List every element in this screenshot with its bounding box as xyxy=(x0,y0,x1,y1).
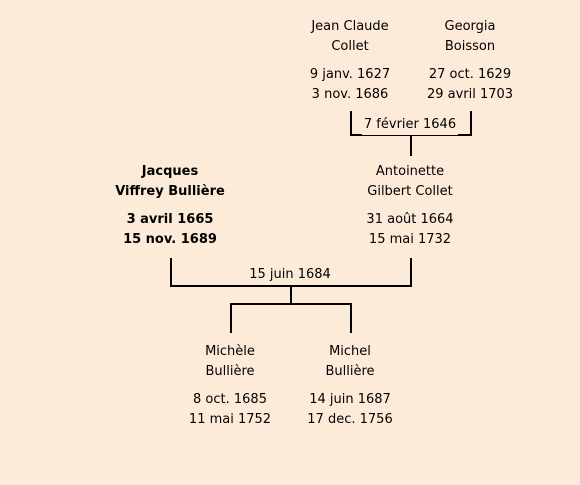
person-michel-firstname: Michel xyxy=(329,344,371,359)
marriage-date-top: 7 février 1646 xyxy=(361,115,459,135)
person-jean-claude-lastname: Collet xyxy=(331,39,369,54)
person-jacques-lastname: Viffrey Bullière xyxy=(115,184,225,199)
person-michel-lastname: Bullière xyxy=(325,364,375,379)
marriage-date-middle: 15 juin 1684 xyxy=(249,267,331,282)
connector-child-right xyxy=(350,303,352,333)
person-michele-birth: 8 oct. 1685 xyxy=(193,392,267,407)
person-jean-claude-birth: 9 janv. 1627 xyxy=(309,67,391,82)
person-antoinette-firstname: Antoinette xyxy=(375,164,445,179)
person-georgia-death: 29 avril 1703 xyxy=(426,87,514,102)
connector-children-bar xyxy=(230,303,352,305)
person-michele-lastname: Bullière xyxy=(205,364,255,379)
connector-mid-down xyxy=(290,285,292,305)
connector-top-right xyxy=(470,111,472,136)
person-georgia-firstname: Georgia xyxy=(444,19,496,34)
person-antoinette-lastname: Gilbert Collet xyxy=(367,184,453,199)
person-jacques-birth: 3 avril 1665 xyxy=(126,212,214,227)
person-jacques-death: 15 nov. 1689 xyxy=(123,232,217,247)
person-michele-firstname: Michèle xyxy=(205,344,255,359)
person-jacques-firstname: Jacques xyxy=(141,164,199,179)
person-georgia-lastname: Boisson xyxy=(444,39,496,54)
person-antoinette-birth: 31 août 1664 xyxy=(366,212,454,227)
connector-child-left xyxy=(230,303,232,333)
connector-mid-right xyxy=(410,258,412,287)
person-jean-claude-death: 3 nov. 1686 xyxy=(311,87,389,102)
connector-mid-left xyxy=(170,258,172,287)
person-georgia-birth: 27 oct. 1629 xyxy=(428,67,512,82)
connector-top-down xyxy=(410,134,412,156)
connector-top-left xyxy=(350,111,352,136)
person-michel-death: 17 dec. 1756 xyxy=(307,412,393,427)
person-antoinette-death: 15 mai 1732 xyxy=(368,232,452,247)
person-michel-birth: 14 juin 1687 xyxy=(309,392,391,407)
person-michele-death: 11 mai 1752 xyxy=(188,412,272,427)
person-jean-claude-firstname: Jean Claude xyxy=(311,19,389,34)
